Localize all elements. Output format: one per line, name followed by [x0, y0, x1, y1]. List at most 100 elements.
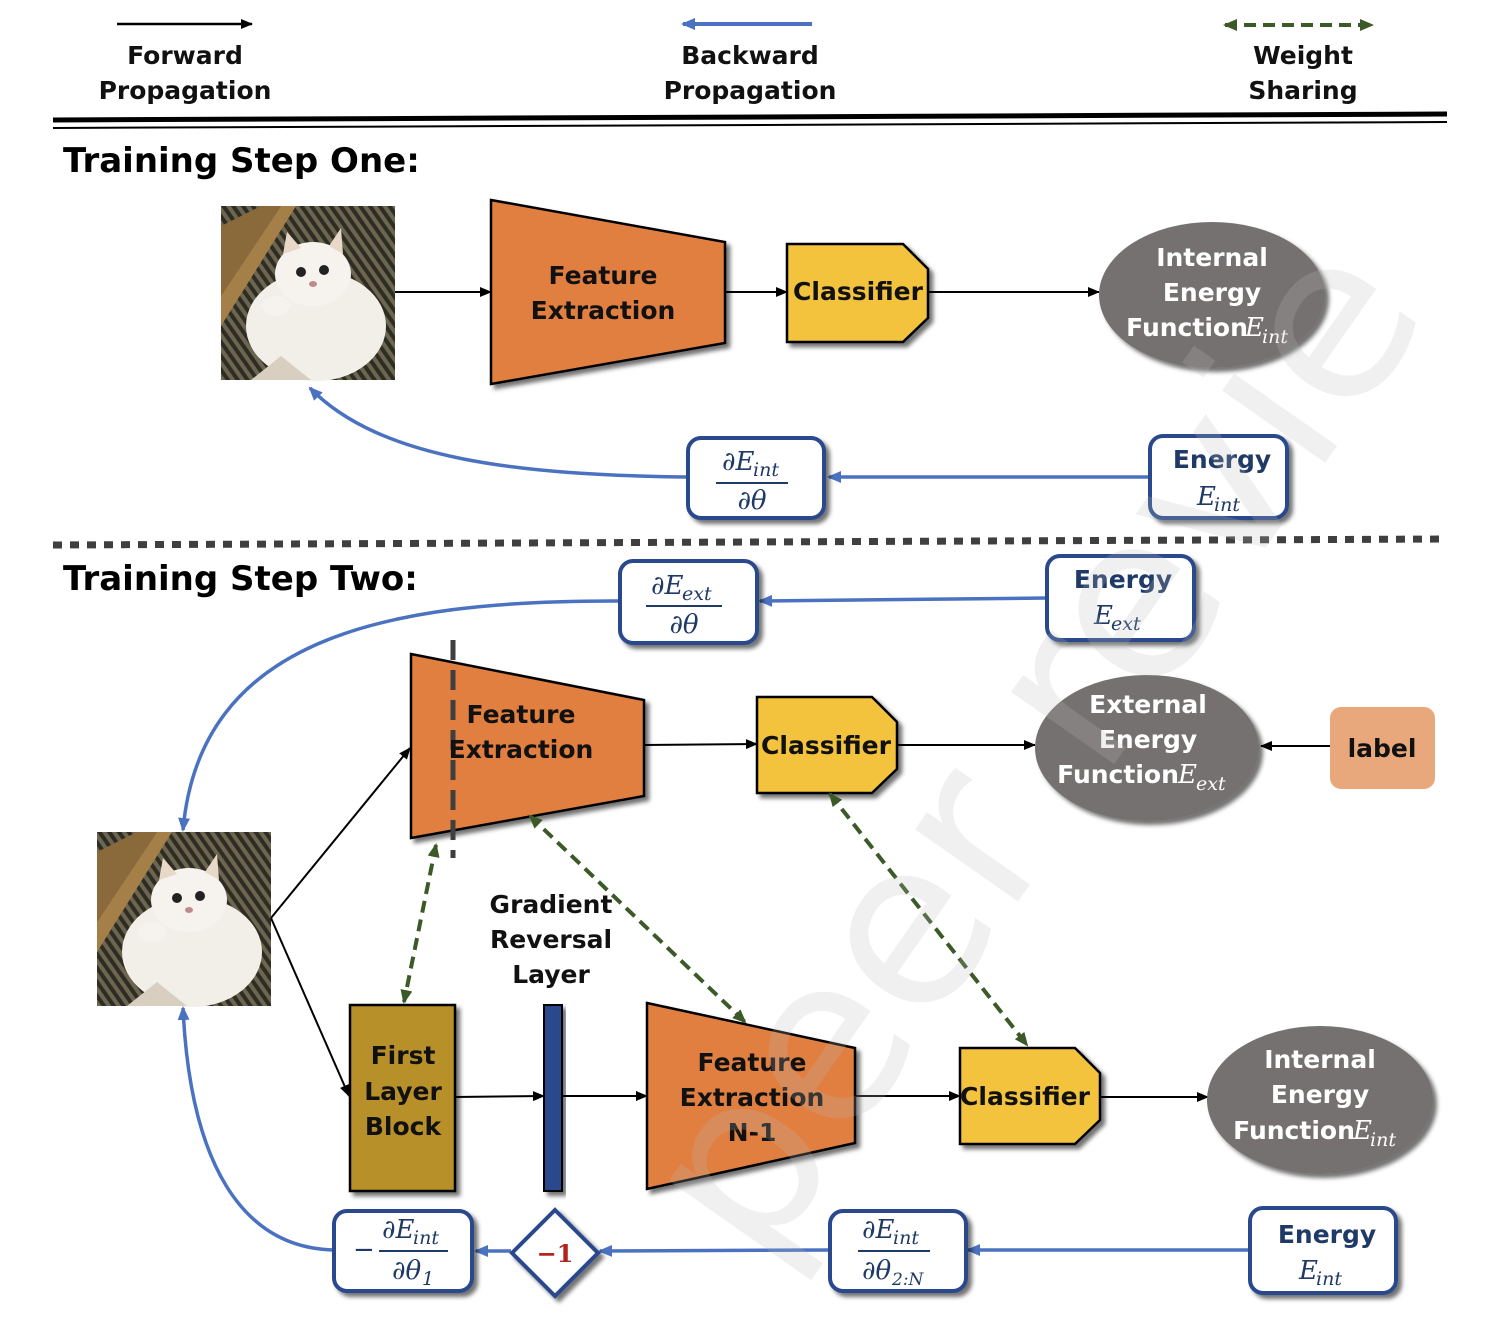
s1-fe-line2: Extraction [531, 296, 676, 325]
s2-gradleft-num-sub: int [413, 1227, 439, 1249]
s2-grl-line1: Gradient [490, 890, 613, 919]
step-one-classifier: Classifier [785, 242, 930, 344]
s2-eef-symbol: E [1177, 760, 1197, 790]
steps-divider [52, 535, 1448, 549]
step-two-internal-energy-function: Internal Energy Function E int [1207, 1026, 1433, 1174]
s2-arrow-image-to-fe-top [270, 747, 411, 919]
s2-back-arrow-energy-ext-to-grad [758, 594, 1048, 607]
step-one-gradient-box: ∂E int ∂θ [686, 436, 826, 520]
step-one-energy-box: Energy E int [1148, 434, 1289, 520]
s2-gradleft-den: ∂θ [392, 1256, 421, 1286]
step-two-title: Training Step Two: [63, 559, 418, 599]
step-two-input-image [97, 832, 271, 1007]
s2-flb-line3: Block [365, 1112, 443, 1141]
s2-fe-bottom-line3: N-1 [728, 1118, 777, 1147]
step-two-reversal-diamond: −1 [509, 1207, 601, 1299]
legend-divider-thick [52, 111, 1448, 123]
step-two-classifier-bottom: Classifier [958, 1046, 1102, 1146]
s2-flb-line2: Layer [364, 1077, 442, 1106]
s2-weight-share-fe-first-layer [400, 843, 440, 1004]
legend-forward-line2: Propagation [99, 76, 272, 105]
s2-gradmid-num-sub: int [893, 1227, 919, 1249]
s2-energy-bottom-symbol: E [1298, 1256, 1318, 1286]
s2-classifier-bottom-label: Classifier [960, 1082, 1091, 1111]
s1-back-arrow-grad-to-image [308, 386, 689, 479]
legend-weight-line1: Weight [1253, 41, 1353, 70]
s2-back-arrow-grad-mid-to-reverse [598, 1244, 831, 1257]
s2-ief-line1: Internal [1264, 1045, 1376, 1074]
s2-ief-sub: int [1370, 1129, 1396, 1151]
s1-ief-line2: Energy [1163, 278, 1261, 307]
s1-ief-line1: Internal [1156, 243, 1268, 272]
s2-energy-top-label: Energy [1074, 565, 1172, 594]
s2-gradtop-num-sub: ext [682, 583, 712, 605]
s1-fe-line1: Feature [549, 261, 658, 290]
s2-arrow-fe-top-to-classifier [643, 739, 758, 750]
s2-back-arrow-grad-left-to-image [177, 1006, 335, 1252]
step-two-classifier-top: Classifier [755, 695, 899, 795]
step-two-external-energy-function: External Energy Function E ext [1035, 675, 1259, 821]
step-two-gradient-left-box: − ∂E int ∂θ 1 [332, 1209, 474, 1293]
step-two-gradient-ext-box: ∂E ext ∂θ [618, 559, 759, 645]
s2-energy-top-sub: ext [1111, 613, 1141, 635]
step-two-gradient-reversal-bar [543, 1004, 563, 1192]
step-one-internal-energy-function: Internal Energy Function E int [1099, 222, 1325, 368]
step-two-energy-ext-box: Energy E ext [1045, 554, 1196, 642]
s2-gradtop-den: ∂θ [669, 610, 698, 640]
step-one-feature-extraction: Feature Extraction [489, 198, 727, 386]
s2-eef-line1: External [1089, 690, 1207, 719]
s2-back-arrow-grad-ext-to-image [178, 599, 621, 832]
legend-weight-line2: Sharing [1248, 76, 1357, 105]
s2-arrow-image-to-first-layer [270, 917, 350, 1097]
step-two-feature-extraction-top: Feature Extraction [409, 640, 646, 858]
step-two-first-layer-block: First Layer Block [348, 1003, 457, 1193]
step-two-gradient-mid-box: ∂E int ∂θ 2:N [828, 1209, 968, 1293]
s1-classifier-label: Classifier [793, 277, 924, 306]
step-two-energy-bottom-box: Energy E int [1248, 1206, 1398, 1295]
s2-ief-line2: Energy [1271, 1080, 1369, 1109]
s2-weight-share-fe-fe-n1 [528, 814, 747, 1024]
s1-energy-label: Energy [1173, 445, 1271, 474]
s2-gradmid-den: ∂θ [862, 1256, 891, 1286]
legend: Forward Propagation Backward Propagation… [99, 18, 1374, 105]
step-one-title: Training Step One: [63, 141, 420, 181]
s2-eef-line3: Function [1057, 760, 1179, 789]
s1-ief-sub: int [1262, 326, 1288, 348]
s2-weight-share-classifiers [828, 792, 1029, 1047]
s1-ief-line3: Function [1126, 313, 1248, 342]
s2-arrow-first-layer-to-grl [454, 1091, 545, 1102]
s2-classifier-top-label: Classifier [761, 731, 892, 760]
s2-gradtop-num: ∂E [651, 571, 683, 601]
s2-energy-top-symbol: E [1093, 601, 1113, 631]
s2-fe-top-line1: Feature [467, 700, 576, 729]
s2-eef-sub: ext [1196, 773, 1226, 795]
legend-forward-line1: Forward [127, 41, 243, 70]
s2-eef-line2: Energy [1099, 725, 1197, 754]
s2-energy-bottom-label: Energy [1278, 1220, 1376, 1249]
step-one-input-image [221, 206, 395, 381]
s2-ief-line3: Function [1233, 1116, 1355, 1145]
s1-energy-sub: int [1214, 494, 1240, 516]
step-two-feature-extraction-bottom: Feature Extraction N-1 [645, 1001, 857, 1191]
s2-ief-symbol: E [1352, 1116, 1372, 1146]
s2-fe-bottom-line2: Extraction [680, 1083, 825, 1112]
s1-energy-symbol: E [1196, 482, 1216, 512]
s2-gradmid-num: ∂E [862, 1215, 894, 1245]
s2-gradmid-den-sub: 2:N [891, 1270, 925, 1290]
s1-grad-num-sub: int [753, 459, 779, 481]
s1-ief-symbol: E [1244, 313, 1264, 343]
s1-grad-num: ∂E [722, 447, 754, 477]
step-two-label-box: label [1330, 707, 1435, 789]
legend-divider-thin [52, 121, 1448, 129]
step-two-grl-label: Gradient Reversal Layer [490, 890, 613, 989]
s2-gradleft-prefix: − [353, 1235, 375, 1265]
s2-energy-bottom-sub: int [1316, 1268, 1342, 1290]
s1-grad-den: ∂θ [737, 486, 766, 516]
legend-backward-line1: Backward [681, 41, 819, 70]
s2-fe-top-line2: Extraction [449, 735, 594, 764]
s2-label-text: label [1348, 734, 1417, 763]
legend-backward-line2: Propagation [664, 76, 837, 105]
s2-gradleft-num: ∂E [382, 1215, 414, 1245]
s2-reversal-factor: −1 [537, 1239, 574, 1268]
